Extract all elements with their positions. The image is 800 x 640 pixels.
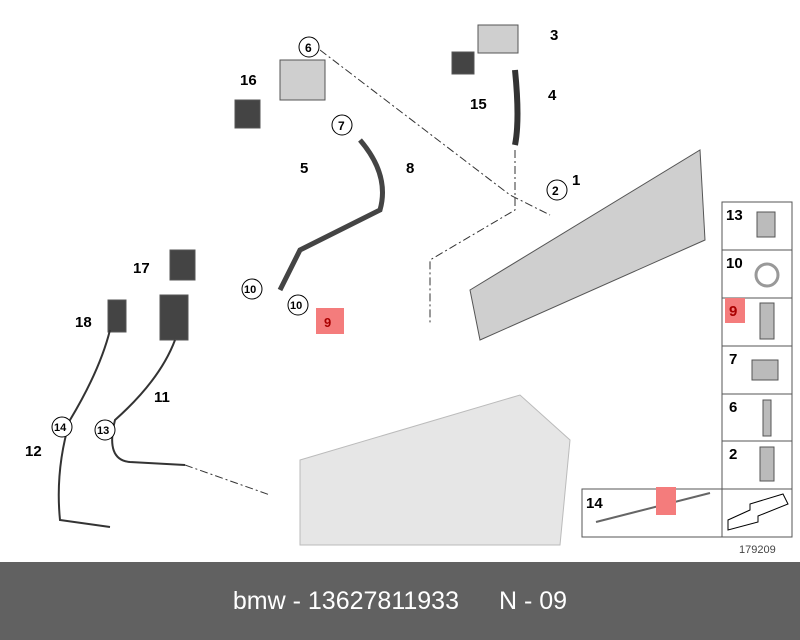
callout-2: 2 [552, 184, 559, 198]
callout-4: 4 [548, 87, 557, 104]
drawing-number: 179209 [739, 544, 776, 556]
legend-panel [581, 201, 793, 538]
callout-6: 6 [305, 41, 312, 55]
diagram-position: N - 09 [499, 586, 568, 615]
legend-13: 13 [726, 207, 743, 224]
callout-1: 1 [572, 172, 580, 189]
callout-13: 13 [97, 425, 109, 437]
legend-7: 7 [729, 351, 737, 368]
legend-9-highlighted: 9 [729, 303, 737, 320]
callout-10b: 10 [290, 300, 302, 312]
callout-11: 11 [154, 389, 170, 406]
callout-9-highlighted: 9 [324, 315, 331, 330]
callout-7: 7 [338, 119, 345, 133]
legend-6: 6 [729, 399, 737, 416]
callout-15: 15 [470, 96, 487, 113]
callout-16: 16 [240, 72, 257, 89]
callout-8: 8 [406, 160, 414, 177]
legend-10: 10 [726, 255, 743, 272]
parts-diagram: 1 2 3 4 5 6 7 8 9 10 10 11 12 13 14 15 1… [25, 24, 793, 556]
callout-12: 12 [25, 443, 42, 460]
callout-10: 10 [244, 284, 256, 296]
part-number: bmw - 13627811933 [232, 586, 459, 615]
callout-3: 3 [550, 27, 558, 44]
callout-18: 18 [75, 314, 92, 331]
legend-2: 2 [729, 446, 737, 463]
footer-bar: bmw - 13627811933 N - 09 [0, 562, 800, 640]
exhaust-parts-drawing [57, 24, 706, 546]
callout-5: 5 [300, 160, 308, 177]
leader-lines [184, 49, 551, 496]
legend-14: 14 [586, 495, 603, 512]
callout-14: 14 [54, 422, 67, 434]
callout-17: 17 [133, 260, 150, 277]
